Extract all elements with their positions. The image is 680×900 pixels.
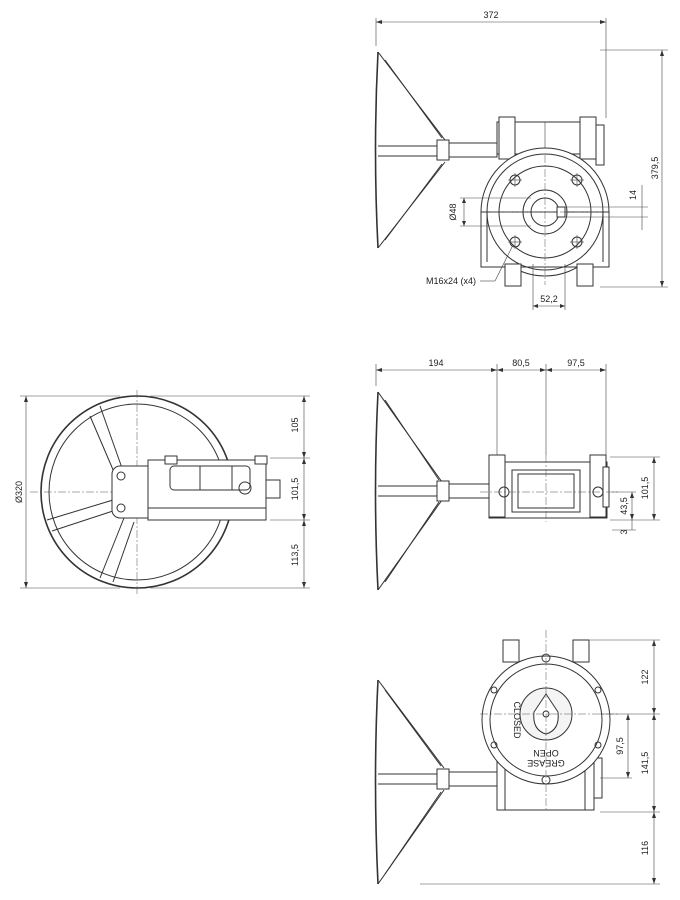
flange-bolts [508, 173, 584, 249]
handwheel-spokes [377, 51, 446, 249]
handwheel-rim-bottom [374, 679, 379, 885]
dim-14-label: 14 [628, 190, 638, 200]
dim-122-label: 122 [640, 669, 650, 684]
dim-bore-label: Ø48 [448, 203, 458, 220]
handwheel-rim [374, 51, 379, 249]
middle-view: 194 80,5 97,5 101,5 43,5 3 [374, 358, 660, 591]
dim-141-label: 141,5 [640, 752, 650, 775]
dim-52-label: 52,2 [540, 294, 558, 304]
input-shaft [448, 142, 498, 158]
dim-97-label: 97,5 [567, 358, 585, 368]
dim-97-bottom-label: 97,5 [615, 737, 625, 755]
spoke-left [46, 499, 117, 532]
dim-80-label: 80,5 [512, 358, 530, 368]
dim-194-label: 194 [428, 358, 443, 368]
left-view: Ø320 105 101,5 113,5 [14, 390, 310, 596]
label-closed: CLOSED [512, 701, 522, 739]
dim-379-label: 379,5 [650, 157, 660, 180]
dim-105-label: 105 [290, 417, 300, 432]
dim-wheel-label: Ø320 [14, 481, 24, 503]
bottom-view: CLOSED OPEN GREASE 122 141,5 116 97,5 [374, 630, 660, 885]
top-view: 372 379,5 14 Ø48 52,2 M16x24 (x4) [374, 10, 668, 310]
dim-101-middle-label: 101,5 [640, 477, 650, 500]
dim-3-label: 3 [619, 529, 629, 534]
dim-101-label: 101,5 [290, 478, 300, 501]
handwheel-rim-middle [374, 391, 379, 591]
bolt-callout: M16x24 (x4) [426, 276, 476, 286]
dim-116-label: 116 [640, 841, 650, 855]
spoke-lower [99, 517, 135, 583]
dim-372-label: 372 [483, 10, 498, 20]
spoke-upper [89, 405, 123, 473]
dim-113-label: 113,5 [290, 544, 300, 566]
dim-43-label: 43,5 [619, 497, 629, 515]
